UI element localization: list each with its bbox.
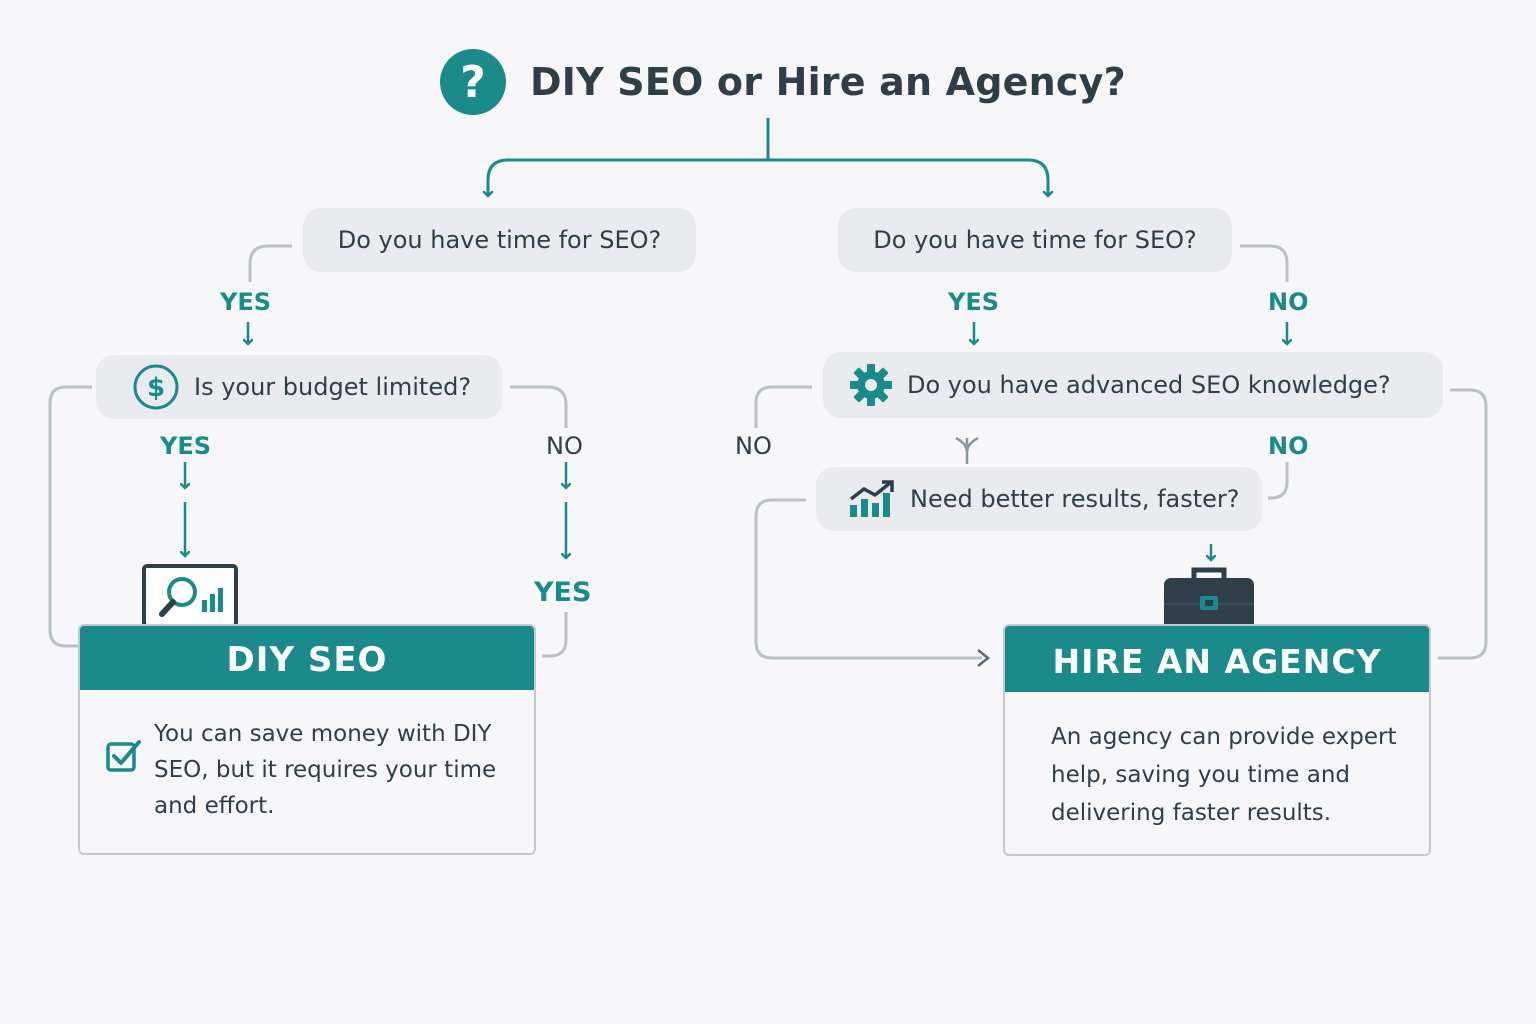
question-budget: $ Is your budget limited?	[96, 355, 502, 419]
dollar-icon: $	[132, 363, 180, 411]
diy-seo-card: DIY SEO You can save money with DIY SEO,…	[78, 624, 536, 855]
question-icon: ?	[440, 49, 506, 115]
checkbox-icon	[106, 738, 142, 776]
left-yes-time-label: YES	[220, 288, 272, 316]
right-question-time: Do you have time for SEO?	[838, 208, 1232, 272]
page-title: DIY SEO or Hire an Agency?	[530, 60, 1126, 104]
diy-seo-body: You can save money with DIY SEO, but it …	[154, 721, 497, 819]
left-question-time: Do you have time for SEO?	[303, 208, 696, 272]
budget-yes-label: YES	[160, 432, 212, 460]
right-yes-time-label: YES	[948, 288, 1000, 316]
left-question-time-text: Do you have time for SEO?	[337, 226, 662, 254]
question-knowledge: Do you have advanced SEO knowledge?	[823, 352, 1443, 418]
question-knowledge-text: Do you have advanced SEO knowledge?	[907, 371, 1391, 399]
question-results-text: Need better results, faster?	[910, 485, 1240, 513]
budget-no-label: NO	[546, 432, 583, 460]
diy-seo-heading: DIY SEO	[80, 626, 534, 690]
right-question-time-text: Do you have time for SEO?	[873, 226, 1197, 254]
question-budget-text: Is your budget limited?	[194, 373, 472, 401]
question-results: Need better results, faster?	[816, 467, 1262, 531]
knowledge-no-left-label: NO	[735, 432, 772, 460]
knowledge-no-right-label: NO	[1268, 432, 1309, 460]
hire-agency-card: HIRE AN AGENCY An agency can provide exp…	[1003, 624, 1431, 856]
hire-agency-body: An agency can provide expert help, savin…	[1051, 724, 1397, 826]
right-no-time-label: NO	[1268, 288, 1309, 316]
hire-agency-heading: HIRE AN AGENCY	[1005, 626, 1429, 692]
briefcase-icon	[1162, 566, 1256, 642]
chart-icon	[848, 479, 896, 519]
title-group: ? DIY SEO or Hire an Agency?	[440, 48, 1126, 116]
gear-icon	[849, 363, 893, 407]
left-yes-bottom-label: YES	[534, 577, 592, 608]
svg-text:$: $	[147, 373, 165, 403]
